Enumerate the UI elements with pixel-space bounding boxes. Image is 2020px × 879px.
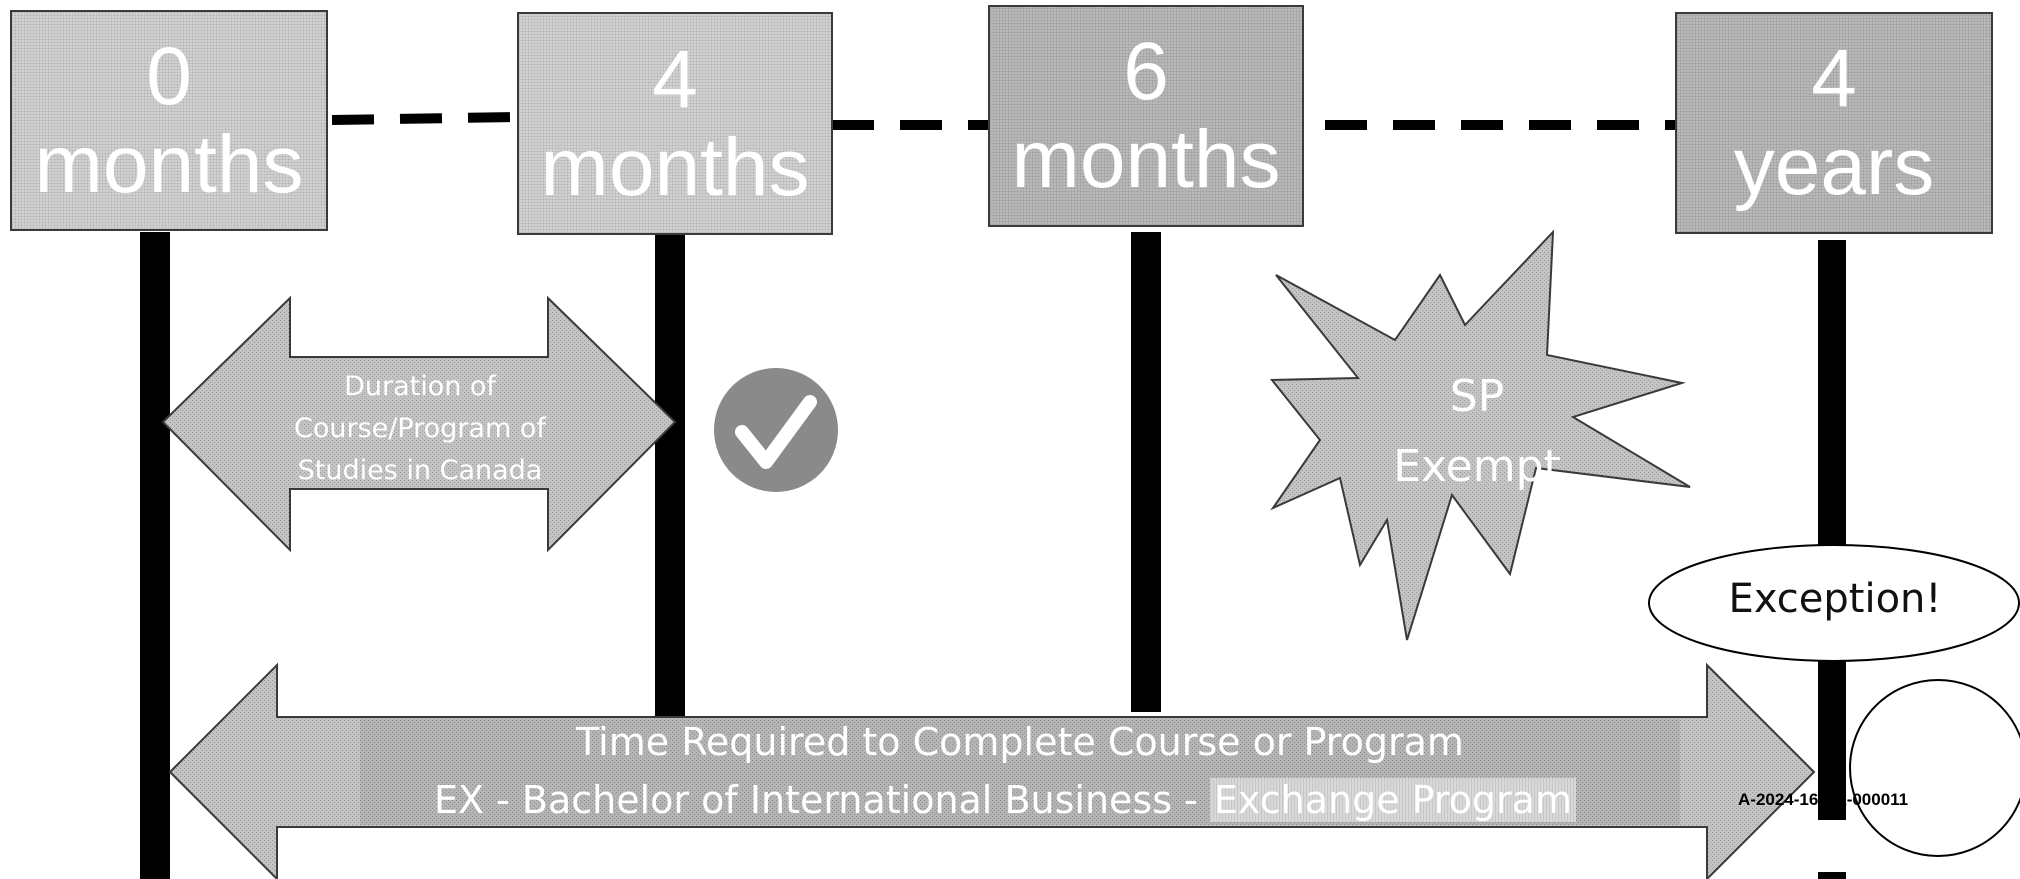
sp-exempt-burst: [1269, 229, 1691, 641]
milestone-6-months: 6 months: [988, 5, 1304, 227]
document-id: A-2024-16221-000011: [1738, 790, 1909, 809]
partial-circle: [1849, 679, 2020, 857]
milestone-number: 4: [652, 33, 698, 125]
burst-line-2: Exempt: [1393, 441, 1561, 492]
duration-line-3: Studies in Canada: [297, 455, 543, 486]
post-4-years-upper: [1818, 240, 1846, 550]
duration-double-arrow: [161, 295, 677, 553]
burst-line-1: SP: [1449, 371, 1505, 422]
time-arrow-line-1: Time Required to Complete Course or Prog…: [576, 720, 1464, 764]
milestone-number: 0: [146, 30, 192, 122]
milestone-unit: months: [1011, 114, 1281, 205]
program-type-highlight: Exchange Program: [1209, 778, 1576, 822]
connector-dash-1: [331, 112, 519, 125]
milestone-unit: years: [1733, 121, 1935, 212]
post-4-years-tick: [1818, 872, 1846, 879]
milestone-4-years: 4 years: [1675, 12, 1993, 234]
post-0-months: [140, 232, 170, 879]
checkmark-icon: [714, 368, 838, 492]
post-6-months: [1131, 232, 1161, 712]
milestone-0-months: 0 months: [10, 10, 328, 231]
duration-line-1: Duration of: [344, 371, 496, 402]
milestone-unit: months: [34, 118, 304, 210]
duration-line-2: Course/Program of: [294, 413, 546, 444]
milestone-4-months: 4 months: [517, 12, 833, 235]
post-4-years-lower: [1818, 660, 1846, 820]
time-arrow-line-2: EX - Bachelor of International Business …: [290, 778, 1720, 822]
sp-exempt-label: SP Exempt: [1372, 362, 1582, 502]
milestone-number: 4: [1811, 33, 1857, 124]
milestone-unit: months: [540, 121, 810, 213]
milestone-number: 6: [1123, 26, 1169, 117]
duration-arrow-label: Duration of Course/Program of Studies in…: [255, 366, 585, 492]
program-name: EX - Bachelor of International Business …: [434, 778, 1210, 822]
exception-ellipse: [1648, 544, 2020, 662]
post-4-months: [655, 232, 685, 722]
exception-label: Exception!: [1728, 576, 1942, 622]
